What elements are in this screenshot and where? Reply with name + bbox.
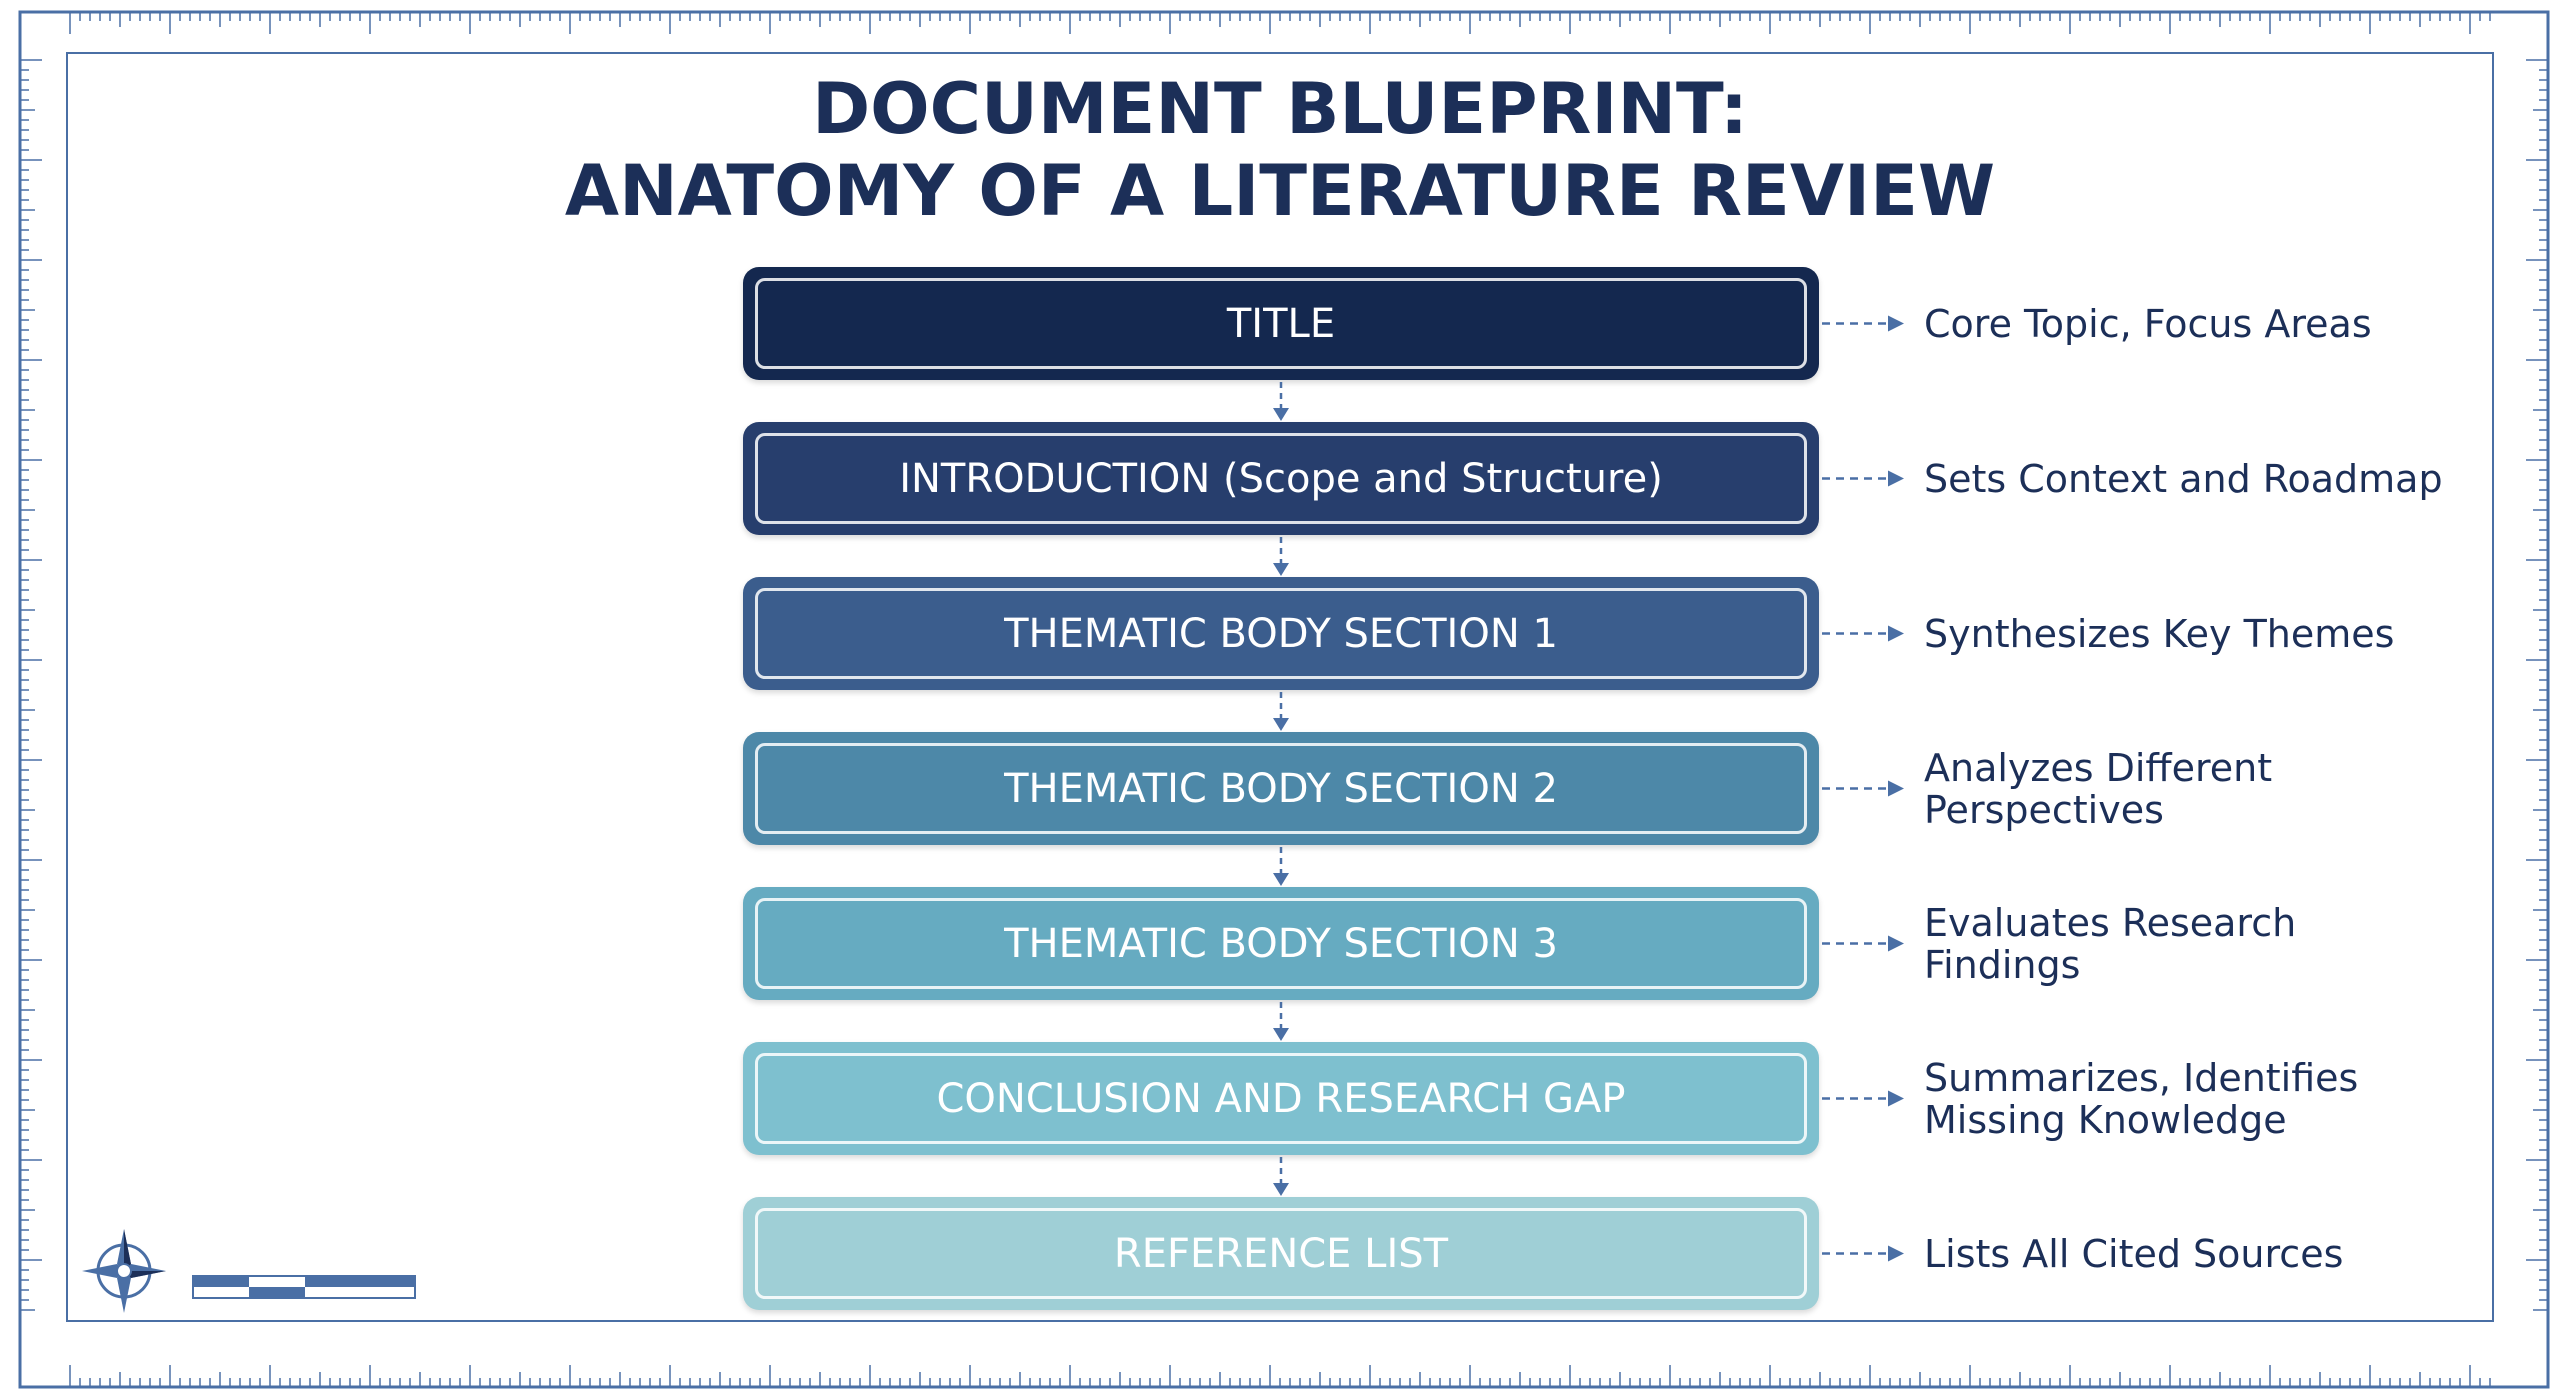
section-box-inner: INTRODUCTION (Scope and Structure): [755, 433, 1807, 524]
title-line-1: DOCUMENT BLUEPRINT:: [812, 68, 1748, 150]
section-box-inner: THEMATIC BODY SECTION 2: [755, 743, 1807, 834]
section-note: Synthesizes Key Themes: [1924, 613, 2524, 655]
section-label: THEMATIC BODY SECTION 1: [1004, 610, 1558, 657]
section-box-inner: TITLE: [755, 278, 1807, 369]
section-note: Core Topic, Focus Areas: [1924, 303, 2524, 345]
section-box-inner: THEMATIC BODY SECTION 1: [755, 588, 1807, 679]
section-note-line: Summarizes, Identifies: [1924, 1055, 2359, 1100]
section-note-line: Findings: [1924, 942, 2081, 987]
section-note-line: Missing Knowledge: [1924, 1097, 2287, 1142]
section-note-line: Analyzes Different: [1924, 745, 2273, 790]
section-box: THEMATIC BODY SECTION 1: [743, 577, 1819, 690]
section-note-line: Core Topic, Focus Areas: [1924, 301, 2372, 346]
section-box-inner: THEMATIC BODY SECTION 3: [755, 898, 1807, 989]
section-note-line: Evaluates Research: [1924, 900, 2297, 945]
section-box: TITLE: [743, 267, 1819, 380]
section-label: THEMATIC BODY SECTION 2: [1004, 765, 1558, 812]
section-box: INTRODUCTION (Scope and Structure): [743, 422, 1819, 535]
section-box: THEMATIC BODY SECTION 3: [743, 887, 1819, 1000]
compass-rose-icon: [82, 1229, 166, 1313]
inner-border: [66, 52, 2494, 1322]
scale-bar: [192, 1275, 416, 1299]
section-label: CONCLUSION AND RESEARCH GAP: [936, 1075, 1626, 1122]
section-note-line: Sets Context and Roadmap: [1924, 456, 2443, 501]
section-note-line: Lists All Cited Sources: [1924, 1231, 2344, 1276]
section-box-inner: REFERENCE LIST: [755, 1208, 1807, 1299]
ruler-ticks: [20, 12, 2548, 1387]
section-box: THEMATIC BODY SECTION 2: [743, 732, 1819, 845]
section-note-line: Perspectives: [1924, 787, 2164, 832]
title-line-2: ANATOMY OF A LITERATURE REVIEW: [564, 150, 1996, 232]
section-label: INTRODUCTION (Scope and Structure): [899, 455, 1663, 502]
section-note: Sets Context and Roadmap: [1924, 458, 2524, 500]
section-box-inner: CONCLUSION AND RESEARCH GAP: [755, 1053, 1807, 1144]
section-label: REFERENCE LIST: [1113, 1230, 1449, 1277]
section-label: TITLE: [1226, 300, 1336, 347]
section-note-line: Synthesizes Key Themes: [1924, 611, 2395, 656]
section-label: THEMATIC BODY SECTION 3: [1004, 920, 1558, 967]
section-note: Lists All Cited Sources: [1924, 1233, 2524, 1275]
section-box: CONCLUSION AND RESEARCH GAP: [743, 1042, 1819, 1155]
section-box: REFERENCE LIST: [743, 1197, 1819, 1310]
